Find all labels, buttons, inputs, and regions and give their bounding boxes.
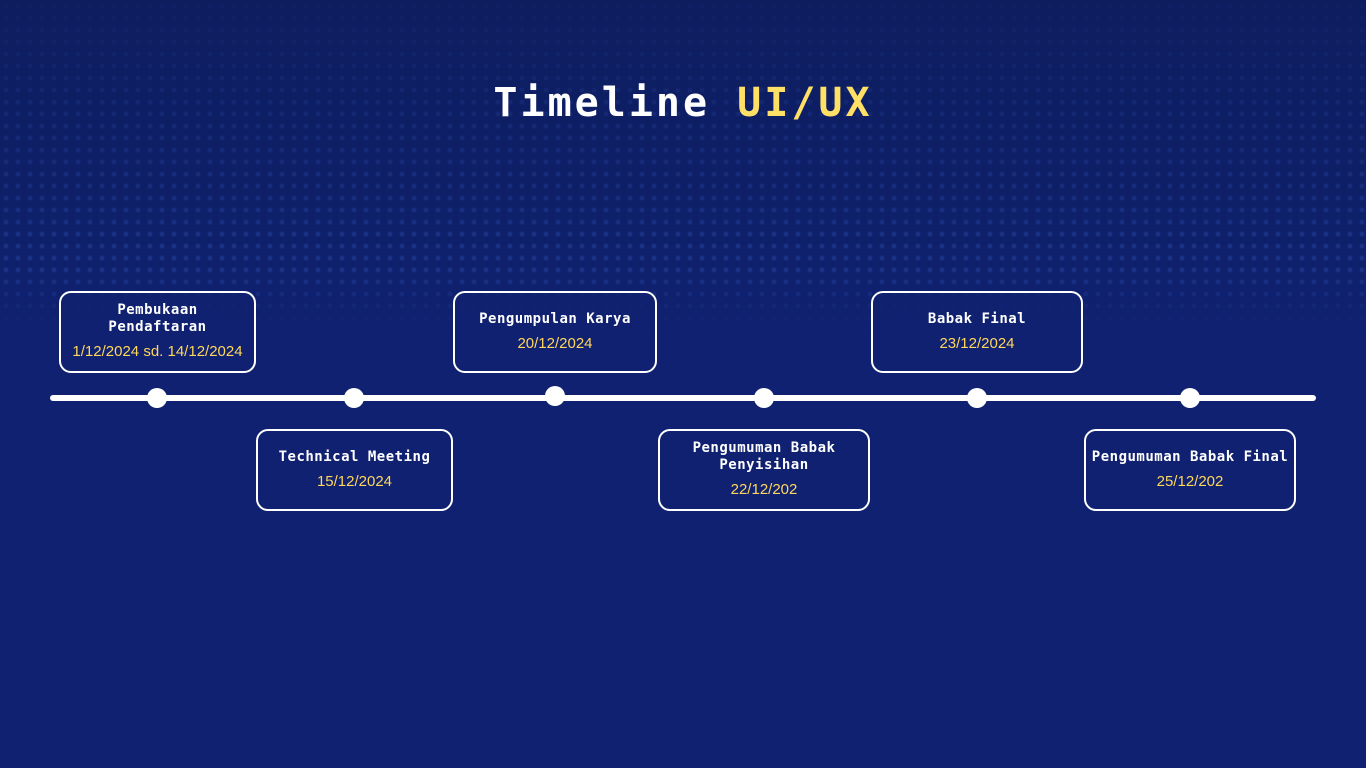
event-date: 25/12/202 xyxy=(1156,472,1224,490)
background-dot-pattern xyxy=(0,0,1366,330)
event-card-pengumuman-babak-final: Pengumuman Babak Final 25/12/202 xyxy=(1084,429,1296,511)
event-title: Pengumuman Babak Penyisihan xyxy=(692,440,836,473)
timeline-dot xyxy=(967,388,987,408)
event-title: Technical Meeting xyxy=(278,448,431,465)
event-title: Pengumuman Babak Final xyxy=(1091,448,1289,465)
event-date: 22/12/202 xyxy=(730,481,798,498)
event-date: 15/12/2024 xyxy=(316,472,393,490)
event-title: Pembukaan Pendaftaran xyxy=(108,302,207,335)
timeline-dot xyxy=(754,388,774,408)
timeline-dot xyxy=(1180,388,1200,408)
event-card-pembukaan-pendaftaran: Pembukaan Pendaftaran 1/12/2024 sd. 14/1… xyxy=(59,291,256,373)
timeline-line xyxy=(50,395,1316,401)
event-title: Pengumpulan Karya xyxy=(479,310,631,327)
event-date: 20/12/2024 xyxy=(517,334,593,352)
event-date: 23/12/2024 xyxy=(939,334,1015,352)
page-title: Timeline UI/UX xyxy=(0,80,1366,126)
timeline-dot xyxy=(545,386,565,406)
title-accent: UI/UX xyxy=(737,80,873,126)
event-card-babak-final: Babak Final 23/12/2024 xyxy=(871,291,1083,373)
event-title: Babak Final xyxy=(927,310,1027,327)
timeline-dot xyxy=(344,388,364,408)
event-date: 1/12/2024 sd. 14/12/2024 xyxy=(72,343,243,360)
title-main: Timeline xyxy=(493,80,711,126)
timeline-dot xyxy=(147,388,167,408)
event-card-pengumpulan-karya: Pengumpulan Karya 20/12/2024 xyxy=(453,291,657,373)
event-card-technical-meeting: Technical Meeting 15/12/2024 xyxy=(256,429,453,511)
event-card-pengumuman-babak-penyisihan: Pengumuman Babak Penyisihan 22/12/202 xyxy=(658,429,870,511)
